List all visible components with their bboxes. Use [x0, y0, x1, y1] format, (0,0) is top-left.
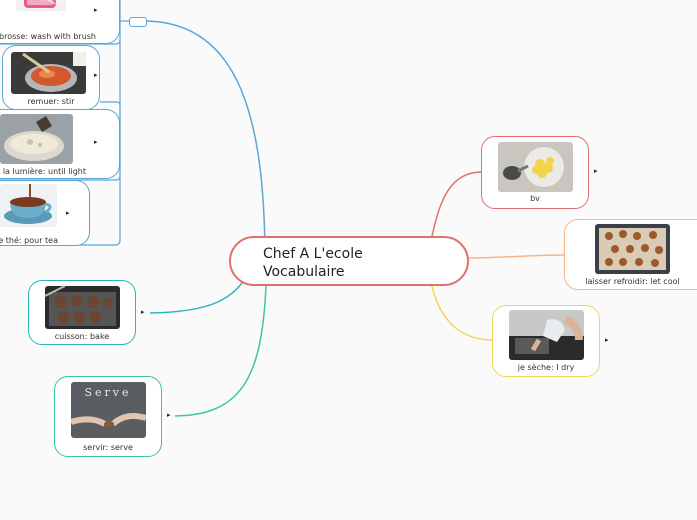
dry-expand-icon[interactable]: ▸ [605, 336, 609, 344]
serve-label: servir: serve [83, 443, 133, 452]
svg-text:Serve: Serve [84, 386, 131, 399]
node-dry[interactable]: je sèche: I dry [492, 305, 600, 377]
node-serve[interactable]: Serve servir: serve [54, 376, 162, 457]
brush-expand-icon[interactable]: ▸ [94, 6, 98, 14]
brush-label: la brosse: wash with brush [0, 32, 96, 41]
bv-label: bv [530, 194, 540, 203]
light-label: jusqu'à la lumière: until light [0, 167, 86, 176]
bake-expand-icon[interactable]: ▸ [141, 308, 145, 316]
central-topic[interactable]: Chef A L'ecole Vocabulaire [229, 236, 469, 286]
serve-image: Serve [71, 382, 146, 438]
node-brush[interactable]: la brosse: wash with brush [0, 0, 120, 44]
dry-label: je sèche: I dry [517, 363, 575, 372]
stir-image [11, 52, 86, 94]
collapse-toggle[interactable] [129, 17, 147, 27]
tea-expand-icon[interactable]: ▸ [66, 209, 70, 217]
central-title-line2: Vocabulaire [263, 264, 345, 280]
cool-image [595, 224, 670, 274]
stir-expand-icon[interactable]: ▸ [94, 71, 98, 79]
bake-label: cuisson: bake [54, 332, 110, 341]
bake-image [45, 286, 120, 329]
node-light[interactable]: jusqu'à la lumière: until light [0, 109, 120, 179]
brush-image [16, 0, 66, 11]
light-image [0, 114, 73, 164]
serve-expand-icon[interactable]: ▸ [167, 411, 171, 419]
dry-image [509, 310, 584, 360]
node-bv[interactable]: bv [481, 136, 589, 209]
node-tea[interactable]: verser le thé: pour tea [0, 180, 90, 246]
light-expand-icon[interactable]: ▸ [94, 138, 98, 146]
node-bake[interactable]: cuisson: bake [28, 280, 136, 345]
central-title-line1: Chef A L'ecole [263, 246, 363, 262]
node-cool[interactable]: laisser refroidir: let cool [564, 219, 697, 290]
bv-image [498, 142, 573, 192]
tea-label: verser le thé: pour tea [0, 236, 58, 245]
tea-image [0, 184, 57, 227]
node-stir[interactable]: remuer: stir [2, 45, 100, 110]
cool-label: laisser refroidir: let cool [585, 277, 680, 286]
stir-label: remuer: stir [27, 97, 75, 106]
bv-expand-icon[interactable]: ▸ [594, 167, 598, 175]
central-topic-title: Chef A L'ecole Vocabulaire [263, 245, 363, 281]
